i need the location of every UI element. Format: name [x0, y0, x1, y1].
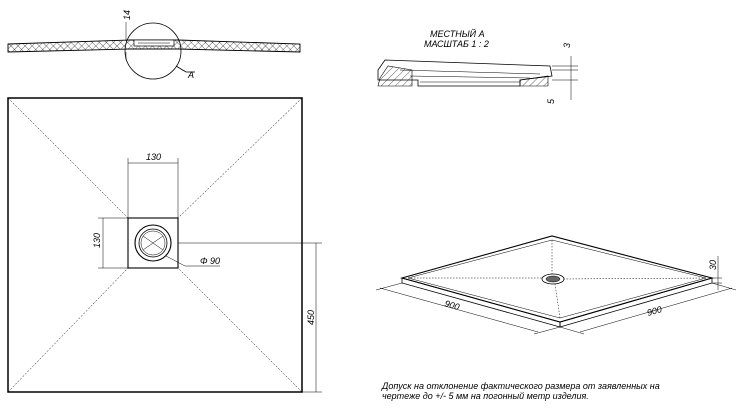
drain-circle [134, 224, 172, 262]
plan-view: 130 130 Φ 90 450 [7, 97, 322, 393]
side-section-view: A 14 [7, 10, 301, 80]
drain-height-dim: 130 [92, 233, 102, 248]
drain-diameter-dim: Φ 90 [200, 256, 220, 266]
detail-callout-circle [124, 22, 182, 80]
thickness-dim-label: 14 [122, 10, 132, 20]
drain-offset-dim: 450 [306, 310, 316, 325]
iso-drain [541, 273, 565, 285]
detail-title: МЕСТНЫЙ А [430, 28, 485, 39]
detail-scale: МАСШТАБ 1 : 2 [424, 39, 489, 49]
detail-a-view: МЕСТНЫЙ А МАСШТАБ 1 : 2 3 5 [377, 28, 578, 104]
note-line-2: чертеже до +/- 5 мм на погонный метр изд… [382, 391, 589, 401]
note-line-1: Допуск на отклонение фактического размер… [381, 381, 660, 391]
iso-height-dim: 30 [708, 260, 718, 270]
drain-width-dim: 130 [146, 152, 161, 162]
detail-dim-top: 3 [562, 43, 572, 48]
iso-width-right: 900 [646, 304, 663, 318]
tolerance-note: Допуск на отклонение фактического размер… [381, 381, 660, 401]
iso-width-left: 900 [443, 298, 460, 312]
detail-dim-bottom: 5 [546, 98, 556, 104]
tray-outline [7, 97, 303, 393]
isometric-view: 900 900 30 [375, 235, 737, 335]
callout-label: A [187, 70, 194, 80]
